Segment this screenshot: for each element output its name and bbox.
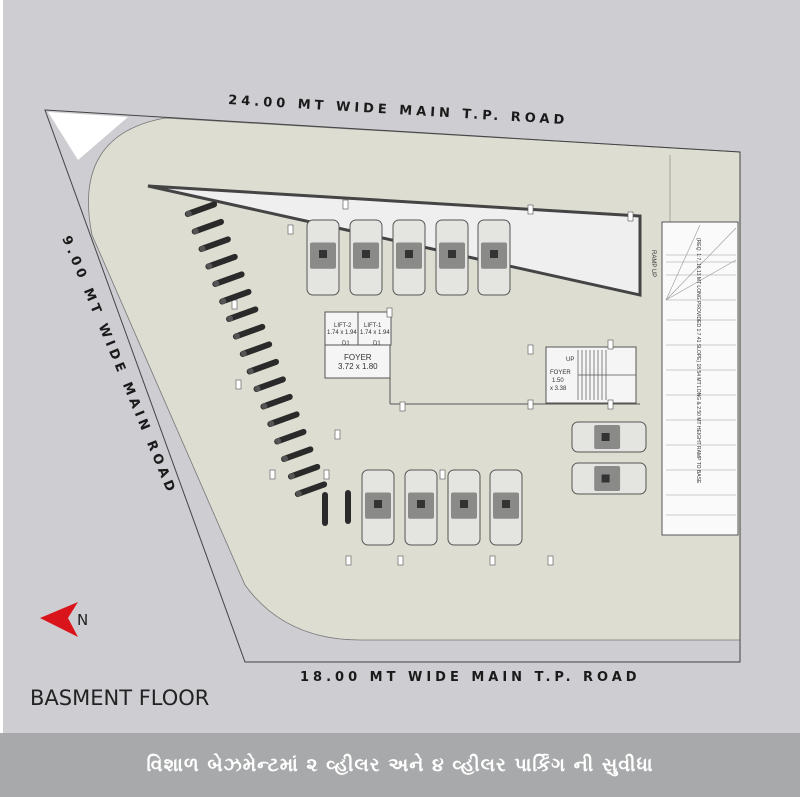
column [489,555,496,566]
column [269,469,276,480]
column [323,469,330,480]
ramp [661,221,739,536]
north-arrow-icon: N [40,602,88,637]
two-wheeler-slot [191,218,225,235]
two-wheeler-slot [287,463,321,480]
car-parking-slot [404,469,438,546]
column [527,399,534,410]
foyer-label: FOYER [344,353,372,362]
column [607,399,614,410]
column [231,299,238,310]
two-wheeler-slot [253,376,286,392]
two-wheeler-slot [274,428,307,445]
two-wheeler-slot [267,411,300,427]
car-parking-slot [447,469,481,546]
two-wheeler-slot [226,306,259,322]
road-label-bottom: 18.00 MT WIDE MAIN T.P. ROAD [300,670,641,685]
column [235,379,242,390]
column [334,429,341,440]
column [399,401,406,412]
column [386,307,393,318]
car-parking-slot [571,421,647,453]
site-boundary [44,109,741,663]
stair-up-label: UP [566,357,574,363]
ramp-note: (REQ. 1:7, 18.13 MT LONG PROVIDED 1:7.41… [695,238,701,484]
car-parking-slot [435,219,469,296]
column [527,344,534,355]
lift-block: LIFT-2 1.74 x 1.94 LIFT-1 1.74 x 1.94 D1… [324,311,392,379]
two-wheeler-slot [322,492,328,526]
column [527,204,534,215]
column [397,555,404,566]
floor-title: BASMENT FLOOR [30,686,210,710]
stair-foyer-h: x 3.38 [550,386,567,392]
two-wheeler-slot [345,490,351,524]
two-wheeler-slot [232,323,266,340]
two-wheeler-slot [281,446,314,462]
info-banner: વિશાળ બેઝમેન્ટમાં ૨ વ્હીલર અને ૪ વ્હીલર … [0,733,800,797]
two-wheeler-slot [184,201,218,217]
two-wheeler-slot [260,393,293,410]
staircase: UP FOYER 1.50 x 3.38 [545,346,637,404]
lift-2-size: 1.74 x 1.94 [327,330,357,336]
car-parking-slot [349,219,383,296]
lift-1-label: LIFT-1 [364,323,382,329]
north-label: N [77,611,88,629]
two-wheeler-slot [246,358,280,375]
car-parking-slot [392,219,426,296]
lift-2-label: LIFT-2 [334,323,352,329]
stair-foyer-label: FOYER [550,370,571,376]
ramp-up-label: RAMP UP [650,250,656,277]
column [547,555,554,566]
car-parking-slot [571,462,647,495]
lift-1-size: 1.74 x 1.94 [360,330,390,336]
foyer-size: 3.72 x 1.80 [338,362,378,371]
car-parking-slot [306,219,340,296]
floor-plan: LIFT-2 1.74 x 1.94 LIFT-1 1.74 x 1.94 D1… [40,93,741,685]
column [439,469,446,480]
road-label-top: 24.00 MT WIDE MAIN T.P. ROAD [228,93,569,128]
car-parking-slot [489,469,523,546]
column [342,199,349,210]
two-wheeler-slot [212,271,245,287]
corner-plot [48,112,128,160]
two-wheeler-slot [294,481,328,497]
two-wheeler-slot [205,253,238,270]
stair-foyer-w: 1.50 [552,378,564,384]
column [287,224,294,235]
column [345,555,352,566]
car-parking-slot [477,219,511,296]
door-label: D1 [373,341,381,347]
column [627,211,634,222]
two-wheeler-slot [239,341,273,357]
car-parking-slot [361,469,395,546]
road-area [88,117,741,641]
two-wheeler-slot [219,288,252,305]
door-label: D1 [342,341,350,347]
two-wheeler-slot [198,236,231,252]
banner-text: વિશાળ બેઝમેન્ટમાં ૨ વ્હીલર અને ૪ વ્હીલર … [146,754,654,776]
left-border [0,0,3,733]
column [607,339,614,350]
